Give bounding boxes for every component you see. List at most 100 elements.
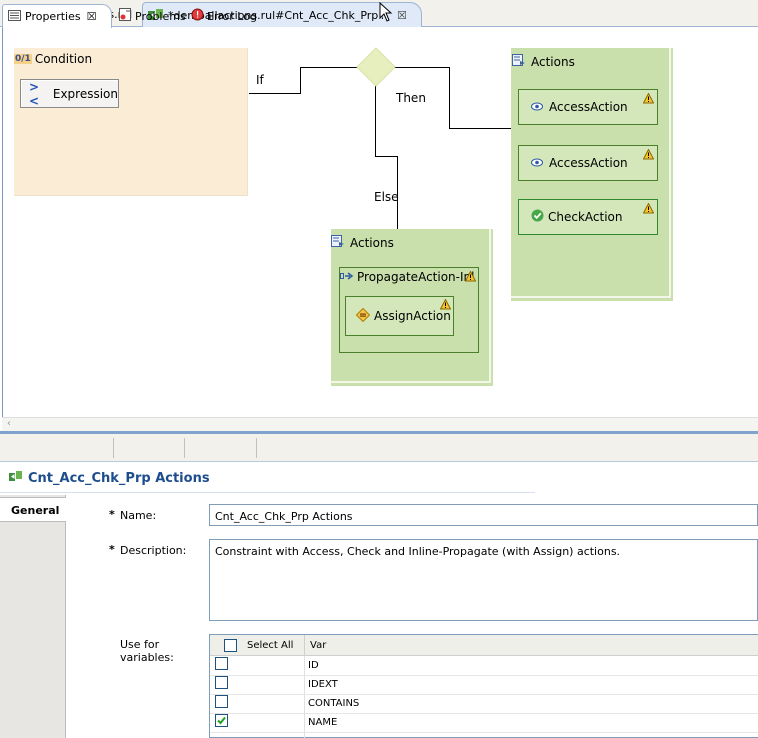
variable-name: ID — [308, 660, 319, 671]
description-field[interactable]: Constraint with Access, Check and Inline… — [209, 539, 758, 621]
variable-name: IDEXT — [308, 679, 338, 690]
variable-name: NAME — [308, 717, 338, 728]
if-label: If — [256, 73, 264, 87]
if-connector — [249, 93, 301, 94]
editor-tab-label: *demoallactions.rul#Cnt_Acc_Chk_Prp Acti… — [168, 8, 383, 22]
section-tab-general[interactable]: General — [0, 497, 66, 522]
view-tab-bar — [0, 434, 758, 462]
expression-icon: >< — [29, 79, 40, 108]
warning-icon — [642, 148, 655, 163]
access-action-1[interactable]: AccessAction — [518, 89, 658, 125]
variable-name: CONTAINS — [308, 698, 360, 709]
else-label: Else — [374, 190, 399, 204]
tab-problems-label: Problems — [135, 9, 186, 23]
if-connector — [300, 67, 301, 94]
tab-problems[interactable]: Problems — [114, 4, 186, 28]
variables-table-header — [210, 635, 758, 656]
actions-label: Actions — [350, 236, 394, 250]
variable-checkbox-id[interactable] — [215, 657, 228, 670]
properties-header — [0, 463, 758, 493]
row-divider — [210, 732, 758, 733]
column-separator[interactable] — [304, 635, 305, 656]
else-connector — [397, 156, 398, 230]
condition-title: 0/1 Condition — [14, 52, 92, 66]
access-action-2[interactable]: AccessAction — [518, 145, 658, 181]
name-field[interactable]: Cnt_Acc_Chk_Prp Actions — [209, 504, 758, 526]
variable-checkbox-idext[interactable] — [215, 676, 228, 689]
tab-properties-label: Properties — [25, 10, 81, 23]
variables-label: variables: — [120, 651, 174, 664]
close-icon[interactable]: ☒ — [86, 10, 97, 23]
check-action-label: CheckAction — [548, 210, 623, 224]
properties-icon — [8, 9, 21, 24]
editor-divider[interactable] — [0, 431, 758, 434]
variable-checkbox-contains[interactable] — [215, 695, 228, 708]
actions-icon — [331, 235, 345, 251]
expression-label: Expression — [52, 86, 118, 101]
tab-separator — [113, 438, 114, 458]
propagate-action-title: PropagateAction-Inline — [340, 270, 474, 284]
mouse-cursor-icon — [379, 1, 393, 25]
condition-label: Condition — [34, 52, 93, 66]
select-all-label: Select All — [247, 640, 294, 651]
condition-icon: 0/1 — [14, 54, 32, 64]
scroll-left-icon[interactable]: ‹ — [7, 418, 11, 429]
else-connector — [375, 156, 398, 157]
use-for-label: Use for — [120, 638, 160, 651]
assign-action-label: AssignAction — [374, 309, 451, 323]
tab-properties[interactable]: Properties ☒ — [2, 4, 112, 28]
else-connector — [375, 84, 376, 157]
select-all-checkbox[interactable] — [224, 639, 237, 652]
header-divider — [0, 492, 535, 493]
then-connector — [449, 67, 450, 128]
then-label: Then — [396, 91, 426, 105]
name-label: Name: — [120, 509, 157, 522]
then-actions-title: Actions — [512, 54, 575, 70]
section-tab-list — [0, 495, 66, 738]
then-connector — [449, 128, 511, 129]
error-log-icon — [191, 8, 204, 24]
variable-checkbox-name[interactable] — [215, 714, 228, 727]
assign-action[interactable]: AssignAction — [345, 296, 454, 336]
properties-title: Cnt_Acc_Chk_Prp Actions — [8, 469, 210, 487]
tab-separator — [256, 438, 257, 458]
eye-icon — [531, 156, 543, 170]
problems-icon — [119, 8, 132, 24]
if-connector — [300, 67, 358, 68]
assign-icon — [355, 307, 371, 325]
actions-label: Actions — [531, 55, 575, 69]
close-icon[interactable]: ☒ — [397, 8, 407, 22]
propagate-action-label: PropagateAction-Inline — [357, 270, 474, 284]
required-marker: * — [109, 508, 115, 521]
description-label: Description: — [120, 544, 187, 557]
horizontal-scrollbar[interactable] — [2, 417, 758, 431]
propagate-icon — [340, 270, 354, 284]
check-icon — [531, 209, 544, 225]
warning-icon — [439, 298, 452, 313]
access-action-label: AccessAction — [549, 156, 628, 170]
actions-icon — [512, 54, 526, 70]
check-action[interactable]: CheckAction — [518, 199, 658, 235]
expression-button[interactable]: >< Expression — [20, 79, 119, 108]
eye-icon — [531, 100, 543, 114]
access-action-label: AccessAction — [549, 100, 628, 114]
then-connector — [393, 67, 450, 68]
checkmark-icon — [217, 716, 226, 725]
else-actions-title: Actions — [331, 235, 394, 251]
column-separator — [304, 656, 305, 738]
row-divider — [210, 694, 758, 695]
row-divider — [210, 713, 758, 714]
properties-title-label: Cnt_Acc_Chk_Prp Actions — [28, 470, 210, 486]
required-marker: * — [109, 543, 115, 556]
warning-icon — [464, 270, 477, 285]
warning-icon — [642, 202, 655, 217]
tab-separator — [184, 438, 185, 458]
editor-tab-active[interactable]: *demoallactions.rul#Cnt_Acc_Chk_Prp Acti… — [142, 2, 422, 27]
var-column-header[interactable]: Var — [310, 640, 327, 651]
rule-file-icon — [8, 469, 24, 487]
rule-file-icon — [147, 7, 165, 23]
condition-block[interactable] — [14, 48, 248, 196]
decision-diamond[interactable] — [356, 47, 396, 90]
tab-error-log[interactable]: Error Log — [186, 4, 257, 28]
tab-error-log-label: Error Log — [207, 9, 257, 23]
